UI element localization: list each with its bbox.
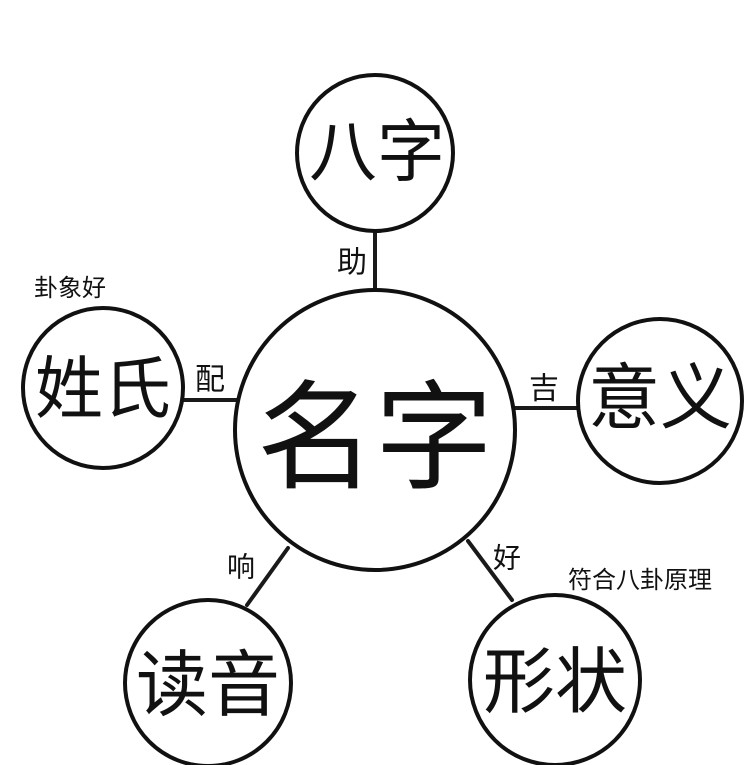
edge-label-xingshi: 配 (195, 363, 225, 398)
node-xingzhuang-circle (468, 593, 642, 765)
note-xingzhuang: 符合八卦原理 (568, 566, 712, 594)
edge-label-yiyi: 吉 (529, 372, 559, 407)
node-bazi-label: 八字 (309, 114, 445, 193)
node-duyin-label: 读音 (136, 643, 280, 727)
node-xingshi-circle (21, 306, 185, 470)
node-xingzhuang: 形状 (468, 593, 642, 765)
connector-duyin (245, 546, 290, 607)
node-yiyi-circle (576, 317, 744, 485)
connectors (178, 223, 582, 607)
note-xingshi: 卦象好 (34, 274, 106, 302)
node-xingshi: 姓氏 (21, 306, 185, 470)
node-yiyi-label: 意义 (588, 356, 732, 440)
node-duyin: 读音 (123, 598, 293, 765)
connector-xingzhuang (466, 539, 514, 602)
edge-label-bazi: 助 (337, 246, 367, 281)
center-node: 名字 (233, 288, 517, 572)
center-node-circle (233, 288, 517, 572)
node-xingshi-label: 姓氏 (35, 351, 171, 430)
annotations: 卦象好 符合八卦原理 (34, 274, 712, 594)
edge-label-duyin: 响 (227, 551, 255, 584)
node-bazi-circle (295, 73, 455, 233)
edge-label-xingzhuang: 好 (493, 542, 521, 575)
node-duyin-circle (123, 598, 293, 765)
node-yiyi: 意义 (576, 317, 744, 485)
node-bazi: 八字 (295, 73, 455, 233)
center-node-label: 名字 (257, 369, 493, 507)
edge-labels: 助 配 吉 响 好 (195, 246, 559, 584)
node-xingzhuang-label: 形状 (483, 640, 627, 724)
